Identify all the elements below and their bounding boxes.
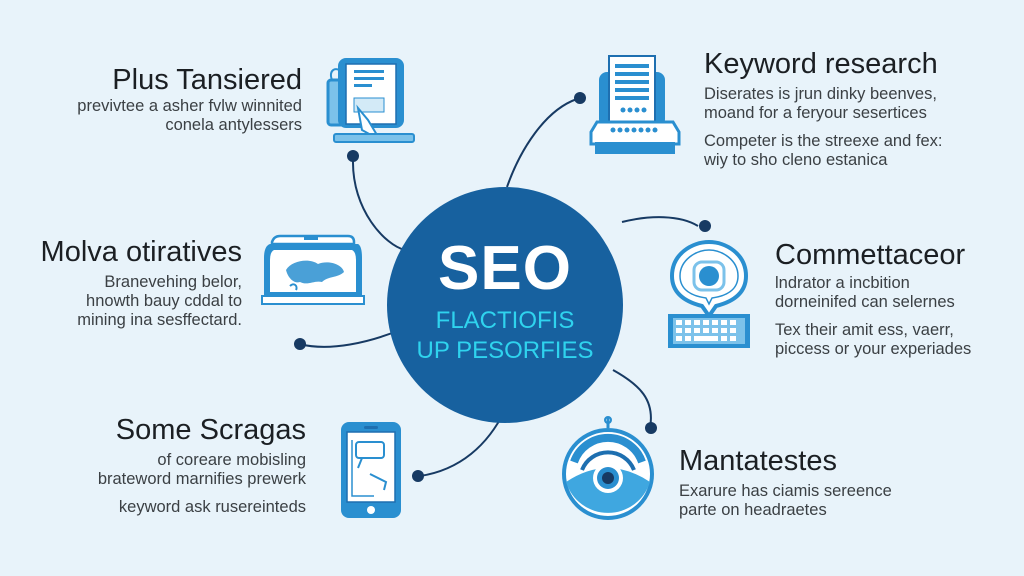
connector-dot bbox=[294, 338, 306, 350]
node-description: moand for a feryour sesertices bbox=[704, 104, 927, 122]
node-description: Tex their amit ess, vaerr, bbox=[775, 321, 954, 339]
mobile-phone-icon bbox=[341, 422, 401, 518]
world-map-monitor-icon bbox=[261, 234, 365, 305]
node-description: Branevehing belor, bbox=[104, 273, 242, 291]
connector-dot bbox=[347, 150, 359, 162]
node-heading: Commettaceor bbox=[775, 239, 966, 271]
node-molva-otiratives: Molva otiratives Branevehing belor, hnow… bbox=[41, 235, 242, 330]
node-description: of coreare mobisling bbox=[157, 451, 306, 469]
node-description: dorneinifed can selernes bbox=[775, 293, 955, 311]
hub-subtitle-line2: UP PESORFIES bbox=[416, 337, 594, 364]
node-description: hnowth bauy cddal to bbox=[86, 292, 242, 310]
node-description: Competer is the streexe and fex: bbox=[704, 132, 943, 150]
node-description: Diserates is jrun dinky beenves, bbox=[704, 85, 937, 103]
node-commettaceor: Commettaceor lndrator a incbition dornei… bbox=[775, 238, 971, 359]
node-heading: Some Scragas bbox=[115, 414, 306, 446]
node-description: brateword marnifies prewerk bbox=[97, 470, 306, 488]
node-description: conela antylessers bbox=[165, 116, 302, 134]
node-heading: Molva otiratives bbox=[40, 236, 242, 268]
node-description: wiy to sho cleno estanica bbox=[704, 151, 888, 169]
node-description: picсess or your experiades bbox=[775, 340, 972, 358]
seo-hub: SEO FLACTIOFIS UP PESORFIES bbox=[387, 187, 623, 423]
node-some-scragas: Some Scragas of coreare mobisling bratew… bbox=[98, 413, 306, 517]
node-plus-tansiered: Plus Tansiered previvtee a asher fvlw wi… bbox=[77, 63, 302, 135]
connector-dot bbox=[412, 470, 424, 482]
connector-dot bbox=[574, 92, 586, 104]
connector-dot bbox=[645, 422, 657, 434]
node-description: previvtee a asher fvlw winnited bbox=[77, 97, 302, 115]
node-description: lndrator a incbition bbox=[775, 274, 910, 292]
node-heading: Plus Tansiered bbox=[112, 64, 302, 96]
node-description: mining ina sesffectard. bbox=[77, 311, 242, 329]
document-printer-icon bbox=[589, 55, 681, 154]
keyboard-badge-icon bbox=[668, 239, 750, 348]
eye-target-icon bbox=[562, 416, 654, 520]
node-heading: Mantatestes bbox=[679, 445, 837, 477]
node-description: keyword ask rusereinteds bbox=[118, 498, 306, 516]
node-description: Exarure has ciamis sereence bbox=[679, 482, 892, 500]
document-computer-icon bbox=[326, 58, 415, 143]
node-heading: Keyword research bbox=[704, 48, 938, 80]
node-mantatestes: Mantatestes Exarure has ciamis sereence … bbox=[679, 444, 892, 520]
hub-subtitle-line1: FLACTIOFIS bbox=[435, 307, 575, 334]
hub-title: SEO bbox=[438, 234, 572, 303]
node-keyword-research: Keyword research Diserates is jrun dinky… bbox=[704, 47, 942, 170]
connector-dot bbox=[699, 220, 711, 232]
node-description: parte on headraetes bbox=[679, 501, 827, 519]
